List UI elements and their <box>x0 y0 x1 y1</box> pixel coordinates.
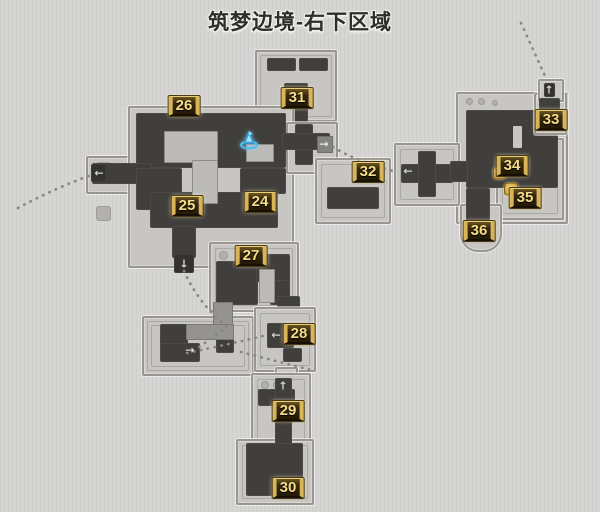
map-marker-33: 33 <box>535 110 567 130</box>
map-marker-36: 36 <box>463 221 495 241</box>
map-marker-25: 25 <box>171 196 203 216</box>
top-entrance <box>544 83 555 97</box>
map-marker-32: 32 <box>352 162 384 182</box>
map-marker-30: 30 <box>272 478 304 498</box>
map-marker-31: 31 <box>281 88 313 108</box>
map-marker-34: 34 <box>496 156 528 176</box>
page-title: 筑梦边境-右下区域 <box>208 11 392 34</box>
map-marker-26: 26 <box>168 96 200 116</box>
map-marker-29: 29 <box>272 401 304 421</box>
bottom-exit <box>174 254 194 273</box>
teleport-anchor-icon <box>238 130 260 157</box>
corridor-exit <box>317 136 333 153</box>
map-marker-24: 24 <box>244 192 276 212</box>
map-marker-28: 28 <box>283 324 315 344</box>
map-marker-35: 35 <box>509 188 541 208</box>
right-subroom-w <box>394 143 460 206</box>
left-entrance <box>91 164 106 182</box>
map-marker-27: 27 <box>235 246 267 266</box>
